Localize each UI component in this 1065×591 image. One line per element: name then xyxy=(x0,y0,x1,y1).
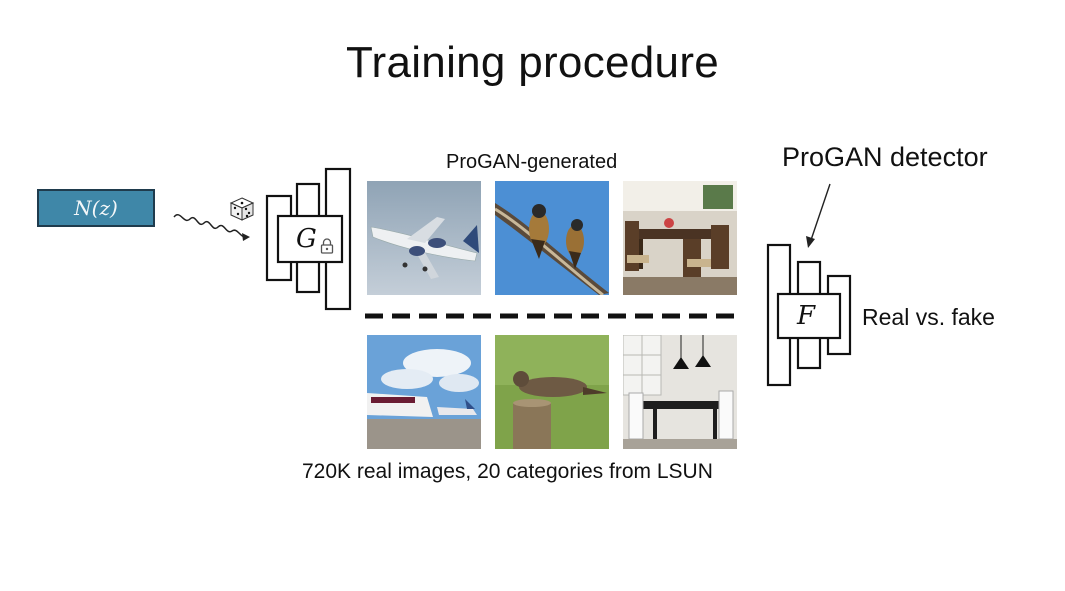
detector-letter: F xyxy=(797,301,816,331)
detector-pointer-arrow xyxy=(806,183,831,248)
detector-title: ProGAN detector xyxy=(782,142,988,172)
noise-arrow xyxy=(173,214,250,241)
generated-image-dining-room xyxy=(623,181,737,295)
noise-input-box: N(z) xyxy=(37,189,155,227)
real-image-bird xyxy=(495,335,609,449)
noise-label: N(z) xyxy=(74,196,118,220)
real-image-airplanes xyxy=(367,335,481,449)
generator-letter: G xyxy=(296,224,317,254)
generated-images-label: ProGAN-generated xyxy=(446,151,618,173)
slide-title: Training procedure xyxy=(345,38,720,87)
lock-icon xyxy=(320,238,334,254)
detector-network xyxy=(766,243,852,387)
real-image-dining-room xyxy=(623,335,737,449)
generator-network xyxy=(265,167,352,311)
generated-image-birds xyxy=(495,181,609,295)
detector-output-label: Real vs. fake xyxy=(862,304,995,330)
real-images-label: 720K real images, 20 categories from LSU… xyxy=(302,460,713,483)
generated-image-airplane xyxy=(367,181,481,295)
separator-dashed-line xyxy=(365,313,739,319)
dice-icon xyxy=(229,197,255,221)
